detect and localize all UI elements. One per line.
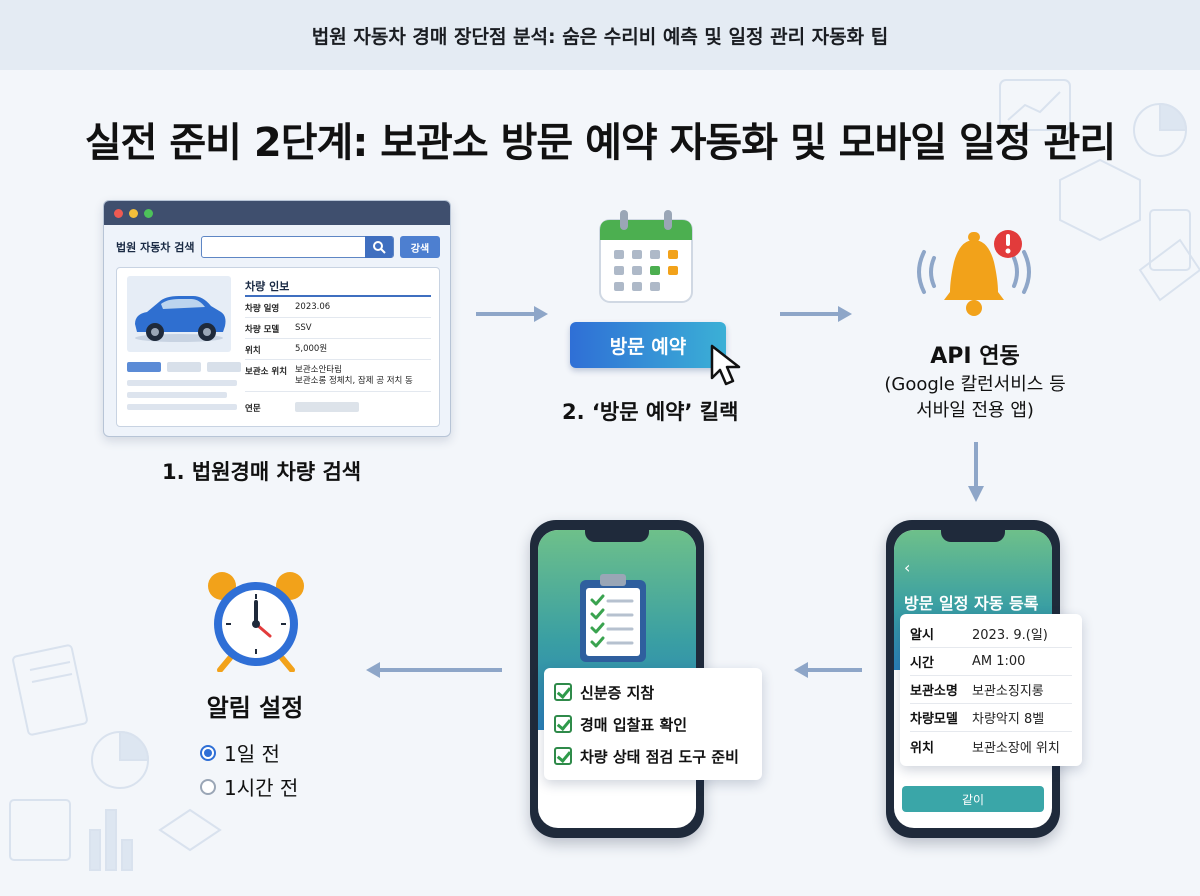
api-subtitle: (Google 칼런서비스 등 서바일 전용 앱)	[860, 372, 1090, 424]
schedule-row: 시간 AM 1:00	[910, 648, 1072, 676]
schedule-key: 위치	[910, 740, 934, 756]
auction-search-window: 법원 자동차 검색 강색 차량 인보 차량	[103, 200, 451, 437]
info-value: 5,000원	[295, 344, 328, 354]
arrow-down-icon	[968, 442, 984, 502]
close-dot-icon	[114, 208, 123, 218]
schedule-heading: 방문 일정 자동 등록	[904, 594, 1039, 613]
schedule-value: 차량악지 8벨	[972, 712, 1045, 727]
calendar-icon	[599, 210, 693, 303]
divider	[245, 295, 431, 297]
placeholder-line	[127, 404, 237, 410]
step2-caption: 2. ‘방문 예약’ 킬랙	[562, 400, 739, 424]
car-icon	[135, 296, 226, 342]
schedule-card: 알시 2023. 9.(일) 시간 AM 1:00 보관소명 보관소징지롱 차량…	[900, 614, 1082, 766]
vehicle-info-card: 차량 인보 차량 일영 2023.06 차량 모델 SSV 위치 5,000원 …	[116, 267, 440, 427]
schedule-key: 차량모델	[910, 712, 958, 727]
alarm-option-label: 1일 전	[224, 742, 280, 766]
schedule-value: 2023. 9.(일)	[972, 628, 1048, 643]
redacted-value	[295, 402, 359, 412]
checklist-label: 신분증 지참	[580, 683, 655, 702]
checklist-label: 경매 입찰표 확인	[580, 715, 688, 734]
search-row: 법원 자동차 검색 강색	[116, 235, 440, 259]
schedule-row: 알시 2023. 9.(일)	[910, 620, 1072, 648]
info-value: SSV	[295, 323, 312, 333]
info-key: 차량 모델	[245, 325, 280, 335]
arrow-left-icon	[794, 662, 862, 678]
cursor-pointer-icon	[710, 344, 741, 386]
info-key: 위치	[245, 346, 261, 356]
back-chevron-icon[interactable]: ‹	[904, 558, 911, 577]
checkbox-checked-icon[interactable]	[554, 683, 572, 701]
info-value: 2023.06	[295, 302, 331, 312]
search-input[interactable]	[200, 236, 394, 258]
phone-notch	[585, 528, 649, 542]
car-image	[127, 276, 231, 352]
search-icon[interactable]	[365, 236, 393, 258]
schedule-value: 보관소징지롱	[972, 684, 1044, 699]
checklist-item[interactable]: 경매 입찰표 확인	[554, 708, 752, 740]
confirm-button[interactable]: 같이	[902, 786, 1044, 812]
schedule-key: 알시	[910, 628, 934, 643]
api-subtitle-line: (Google 칼런서비스 등	[884, 374, 1066, 395]
checkbox-checked-icon[interactable]	[554, 747, 572, 765]
alarm-option-label: 1시간 전	[224, 776, 299, 800]
info-row: 보관소 위치 보관소안타림 보관소롱 정체치, 잠제 공 저치 동	[245, 365, 431, 392]
info-key: 차량 일영	[245, 304, 280, 314]
placeholder-line	[127, 392, 227, 398]
schedule-value: AM 1:00	[972, 654, 1026, 669]
thumbnail[interactable]	[167, 362, 201, 372]
alarm-clock-icon	[208, 572, 304, 672]
minimize-dot-icon	[129, 208, 138, 218]
schedule-value: 보관소장에 위치	[972, 740, 1060, 756]
alarm-option-1-day[interactable]: 1일 전	[200, 738, 280, 767]
info-value: 보관소안타림 보관소롱 정체치, 잠제 공 저치 동	[295, 365, 413, 387]
search-label: 법원 자동차 검색	[116, 241, 195, 254]
checklist-card: 신분증 지참 경매 입찰표 확인 차량 상태 점검 도구 준비	[544, 668, 762, 780]
step1-caption: 1. 법원경매 차량 검색	[162, 460, 362, 484]
top-banner: 법원 자동차 경매 장단점 분석: 숨은 수리비 예측 및 일정 관리 자동화 …	[0, 0, 1200, 70]
thumbnail-row	[127, 362, 241, 372]
schedule-row: 위치 보관소장에 위치	[910, 732, 1072, 760]
schedule-key: 보관소명	[910, 684, 958, 699]
checklist-item[interactable]: 신분증 지참	[554, 676, 752, 708]
search-button[interactable]: 강색	[400, 236, 440, 258]
thumbnail[interactable]	[127, 362, 161, 372]
checklist-item[interactable]: 차량 상태 점검 도구 준비	[554, 740, 752, 772]
alarm-option-1-hour[interactable]: 1시간 전	[200, 772, 298, 801]
api-title: API 연동	[930, 344, 1020, 369]
info-row: 위치 5,000원	[245, 344, 431, 360]
info-row: 차량 모델 SSV	[245, 323, 431, 339]
info-key: 보관소 위치	[245, 367, 288, 377]
schedule-key: 시간	[910, 656, 934, 671]
arrow-left-icon	[366, 662, 502, 678]
browser-titlebar	[104, 201, 450, 225]
info-key: 연문	[245, 404, 261, 414]
info-title: 차량 인보	[245, 280, 290, 293]
placeholder-line	[127, 380, 237, 386]
info-row: 차량 일영 2023.06	[245, 302, 431, 318]
phone-notch	[941, 528, 1005, 542]
arrow-right-icon	[780, 306, 852, 322]
radio-unselected-icon[interactable]	[200, 778, 216, 795]
schedule-row: 차량모델 차량악지 8벨	[910, 704, 1072, 732]
clipboard-checklist-icon	[580, 574, 646, 662]
arrow-right-icon	[476, 306, 548, 322]
schedule-row: 보관소명 보관소징지롱	[910, 676, 1072, 704]
radio-selected-icon[interactable]	[200, 744, 216, 761]
banner-text: 법원 자동차 경매 장단점 분석: 숨은 수리비 예측 및 일정 관리 자동화 …	[311, 25, 889, 48]
info-row: 연문	[245, 402, 431, 419]
thumbnail[interactable]	[207, 362, 241, 372]
main-title: 실전 준비 2단계: 보관소 방문 예약 자동화 및 모바일 일정 관리	[84, 120, 1116, 166]
maximize-dot-icon	[144, 208, 153, 218]
visit-reservation-button[interactable]: 방문 예약	[570, 322, 726, 368]
checklist-label: 차량 상태 점검 도구 준비	[580, 747, 739, 766]
api-subtitle-line: 서바일 전용 앱)	[916, 400, 1034, 422]
notification-bell-icon	[917, 230, 1031, 316]
checkbox-checked-icon[interactable]	[554, 715, 572, 733]
alarm-title: 알림 설정	[206, 694, 304, 722]
